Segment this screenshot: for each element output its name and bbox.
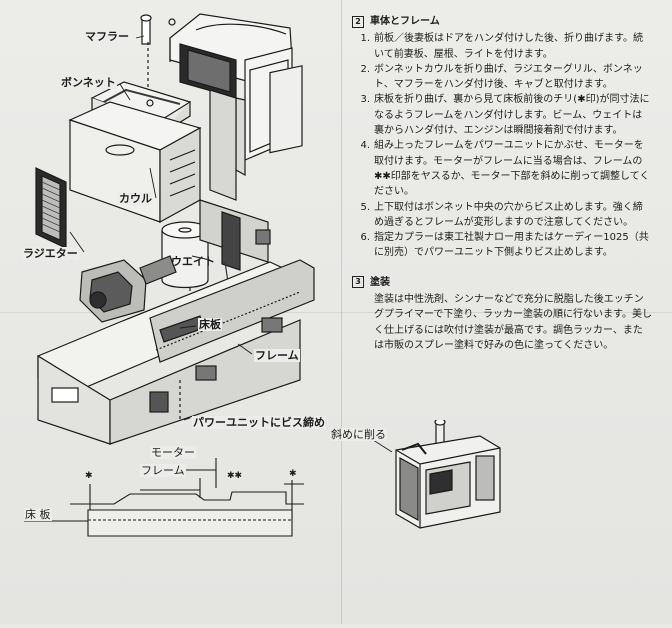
power-unit-screw-label: パワーユニットにビス締め xyxy=(192,416,326,429)
section-2-number: 2 xyxy=(352,15,364,28)
locomotive-exploded-view xyxy=(24,13,315,537)
mark-asterisk-right: ✱ xyxy=(289,469,297,479)
radiator-illustration xyxy=(35,167,67,249)
section-3-number: 3 xyxy=(352,276,364,289)
floor-plate-label: 床板 xyxy=(198,318,222,331)
list-item: 1.前板／後妻板はドアをハンダ付けした後、折り曲げます。続いて前妻板、屋根、ライ… xyxy=(360,33,643,60)
muffler-label: マフラー xyxy=(84,30,130,43)
section-2-steps: 1.前板／後妻板はドアをハンダ付けした後、折り曲げます。続いて前妻板、屋根、ライ… xyxy=(352,31,652,260)
bonnet-label: ボンネット xyxy=(60,76,117,89)
section-2-title: 車体とフレーム xyxy=(370,16,440,27)
section-2-heading: 2 車体とフレーム xyxy=(352,14,652,29)
motor-detail-illustration xyxy=(369,418,501,529)
assembly-instructions: 2 車体とフレーム 1.前板／後妻板はドアをハンダ付けした後、折り曲げます。続い… xyxy=(352,14,652,353)
exploded-assembly-drawing: マフラー ボンネット カウル ラジエター ウエイト 床板 フレーム パワーユニッ… xyxy=(22,13,326,537)
cowl-label: カウル xyxy=(118,192,153,205)
mark-asterisk-center: ✱✱ xyxy=(227,471,243,481)
engine-illustration xyxy=(79,255,177,323)
cab-illustration xyxy=(169,13,303,201)
section-3-body: 塗装は中性洗剤、シンナーなどで充分に脱脂した後エッチングプライマーで下塗り、ラッ… xyxy=(374,294,652,351)
mark-asterisk-left: ✱ xyxy=(85,471,93,481)
fold-line-horizontal xyxy=(0,312,672,313)
cut-diagonal-label: 斜めに削る xyxy=(330,428,387,441)
power-unit-illustration xyxy=(199,199,271,283)
radiator-label: ラジエター xyxy=(22,247,79,260)
weight-label: ウエイト xyxy=(171,255,215,268)
frame-illustration xyxy=(149,259,315,420)
list-item: 6.指定カプラーは東工社製ナロー用またはケーディー1025（共に別売）でパワーユ… xyxy=(360,232,649,259)
floor-dimension-label: 床 板 xyxy=(24,508,52,521)
list-item: 3.床板を折り曲げ、裏から見て床板前後のチリ(✱印)が同寸法になるようフレームを… xyxy=(360,94,650,137)
frame-label: フレーム xyxy=(254,349,300,362)
fold-line-vertical xyxy=(341,0,342,624)
section-3-heading: 3 塗装 xyxy=(352,275,652,290)
list-item: 5.上下取付はボンネット中央の穴からビス止めします。強く締め過ぎるとフレームが変… xyxy=(360,201,643,228)
frame-dimension-label: フレーム xyxy=(140,464,186,477)
section-3-title: 塗装 xyxy=(370,276,390,288)
leader-lines xyxy=(69,35,253,421)
motor-dimension-label: モーター xyxy=(150,446,196,459)
list-item: 4.組み上ったフレームをパワーユニットにかぶせ、モーターを取付けます。モーターが… xyxy=(360,140,650,198)
list-item: 2.ボンネットカウルを折り曲げ、ラジエターグリル、ボンネット、マフラーをハンダ付… xyxy=(360,63,643,91)
motor-detail-drawing: 斜めに削る xyxy=(330,418,530,540)
